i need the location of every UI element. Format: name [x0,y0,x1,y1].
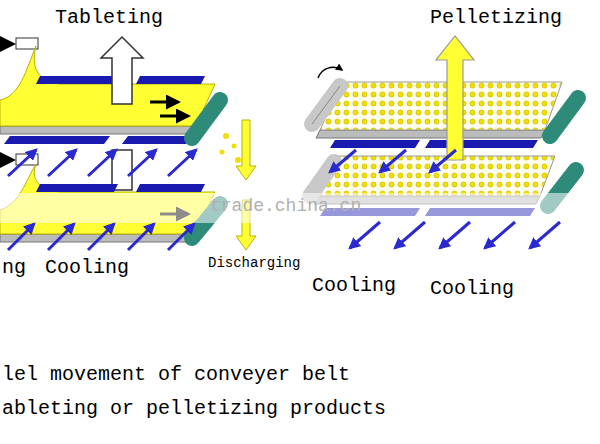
roller [310,162,334,196]
watermark: trade.china.cn [210,196,361,217]
caption-line: lel movement of conveyer belt [2,363,350,386]
roller [192,100,220,138]
output-arrow [101,37,143,104]
cooling-arrow [128,150,156,176]
cooling-arrow [168,224,194,250]
roller [550,98,578,136]
move-arrow [160,115,188,118]
roller-line [312,86,340,124]
feed-arrow [0,42,12,46]
cooling-arrow [395,222,425,248]
cooling-arrow [8,224,34,250]
discharge-label: Discharging [208,255,300,271]
cooling-arrows [8,150,560,250]
feed-nozzle [16,38,38,49]
process-label: Tableting [55,6,163,29]
cooling-arrow [350,222,380,248]
move-arrow [150,101,178,104]
cooling-arrow [48,224,74,250]
cooling-plate [330,140,420,148]
cooling-plate [36,76,118,84]
pelletizing-machine [310,36,578,216]
process-label: Pelletizing [430,6,562,29]
discharge-arrow [236,120,256,180]
cooling-arrow [485,222,515,248]
cooling-plate [36,184,118,192]
caption-line: ableting or pelletizing products [2,397,386,420]
output-arrow [436,36,474,160]
cooling-plate [136,184,205,192]
cooling-label: ng [2,256,26,279]
drip [235,157,241,163]
cooling-plate [4,136,110,144]
cooling-arrow [380,150,406,172]
cooling-plate [122,136,192,144]
cooling-arrow [8,150,36,176]
cooling-label: Cooling [45,256,129,279]
cooling-plate [136,76,205,84]
cooling-plate [425,140,538,148]
drip [223,133,229,139]
belt-edge [0,126,196,134]
cooling-arrow [440,222,470,248]
cooling-arrow [48,150,76,176]
feed-arrow [0,158,12,162]
drip [232,144,237,149]
cooling-arrow [430,150,456,172]
cooling-arrow [128,224,154,250]
cooling-arrow [88,224,114,250]
drip [220,150,225,155]
watermark-band [0,193,600,223]
cooling-arrow [88,150,116,176]
cooling-arrow [330,150,356,172]
cooling-arrow [168,150,196,176]
roller [312,86,340,124]
cooling-arrow [530,222,560,248]
pellet-belt [318,156,555,196]
rotation-arrow [318,67,342,78]
cooling-label: Cooling [312,274,396,297]
cooling-label: Cooling [430,277,514,300]
pellet-belt [320,82,562,130]
belt-edge [316,130,545,138]
